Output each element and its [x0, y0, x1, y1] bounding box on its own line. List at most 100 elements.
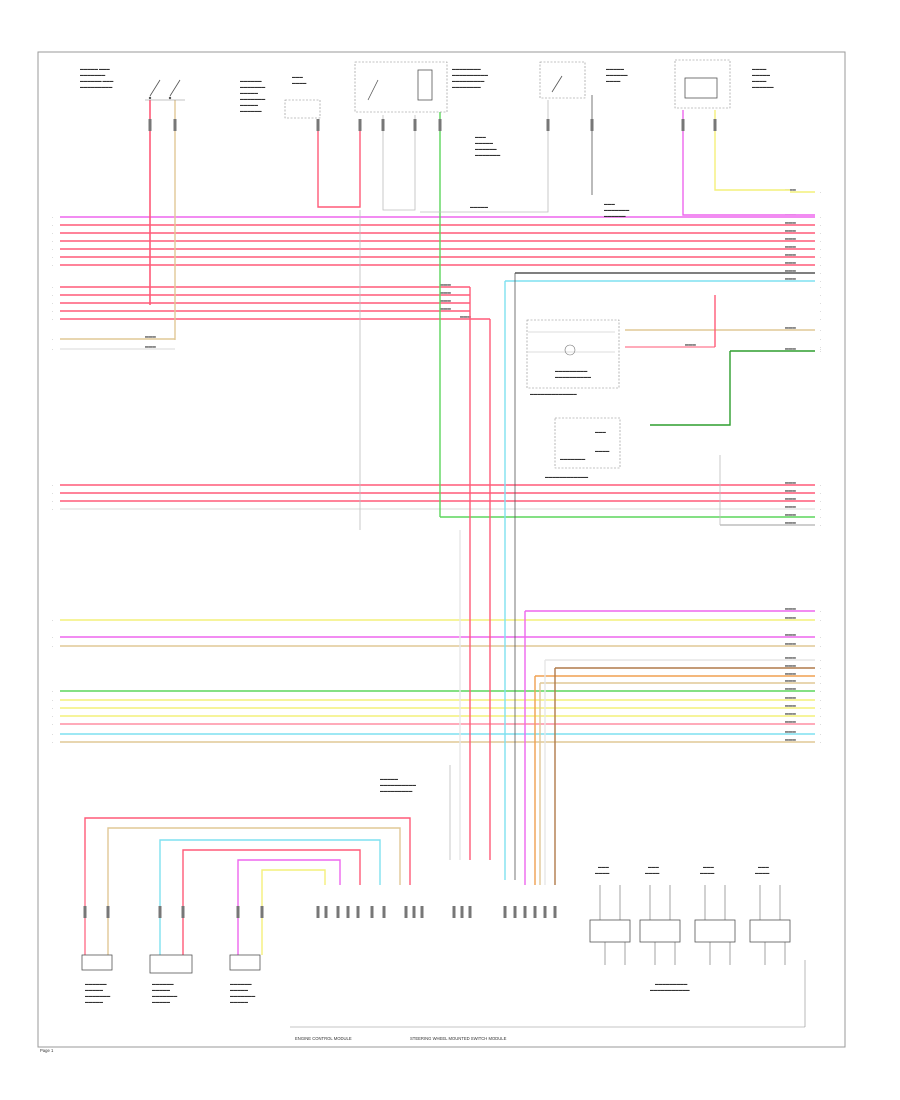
svg-text:▬▬▬▬▬: ▬▬▬▬▬: [240, 91, 258, 95]
wire-end-marker: ▬▬▬: [440, 291, 451, 295]
wire-end-marker: ·: [52, 338, 53, 342]
wire-end-marker: ▬▬▬: [440, 283, 451, 287]
svg-text:▬▬▬▬▬▬: ▬▬▬▬▬▬: [604, 214, 626, 218]
connector-pin: [336, 906, 340, 918]
connector-pin: [346, 906, 350, 918]
wire-end-marker: ·: [820, 516, 821, 520]
page-number: Page 1: [40, 1048, 54, 1053]
wire-end-marker: ·: [820, 318, 821, 322]
wire-end-marker: ▬▬▬: [785, 712, 796, 716]
wire-end-marker: ·: [820, 733, 821, 737]
svg-text:▬▬▬▬▬▬▬▬▬▬▬▬: ▬▬▬▬▬▬▬▬▬▬▬▬: [545, 475, 589, 479]
drop-wire: [682, 110, 815, 216]
connector-pin: [681, 119, 685, 131]
wire-end-marker: ·: [820, 329, 821, 333]
wire-end-marker: ·: [52, 216, 53, 220]
wire-end-marker: ▬▬▬: [785, 326, 796, 330]
wire-end-marker: ▬▬▬: [785, 481, 796, 485]
connector-pin: [543, 906, 547, 918]
wire-end-marker: ·: [820, 248, 821, 252]
wire-end-marker: ·: [52, 500, 53, 504]
connector-pin: [590, 119, 594, 131]
svg-text:▬▬▬: ▬▬▬: [648, 865, 659, 869]
wire-end-marker: ▬▬▬: [145, 335, 156, 339]
wire-end-marker: ▬▬▬: [685, 343, 696, 347]
svg-text:▬▬▬▬▬▬▬▬▬▬: ▬▬▬▬▬▬▬▬▬▬: [452, 73, 488, 77]
wire-end-marker: ▬▬▬: [785, 672, 796, 676]
wire-end-marker: ·: [820, 508, 821, 512]
diagram-frame: [37, 51, 846, 1048]
sensor-wire: [182, 849, 361, 955]
connector-pin: [412, 906, 416, 918]
wire-end-marker: ·: [820, 286, 821, 290]
svg-text:▬▬▬▬▬: ▬▬▬▬▬: [240, 103, 258, 107]
wire-end-marker: ·: [820, 619, 821, 623]
wire-end-marker: ▬▬▬: [785, 277, 796, 281]
mid-module-b: ▬▬▬ ▬▬▬▬ ▬▬▬▬▬▬▬ ▬▬▬▬▬▬▬▬▬▬▬▬: [545, 417, 621, 479]
connector-pin: [173, 119, 177, 131]
connector-pin: [158, 906, 162, 918]
connector-pin: [236, 906, 240, 918]
connector-pin: [413, 119, 417, 131]
connector-pin: [316, 906, 320, 918]
svg-text:▬▬▬▬▬: ▬▬▬▬▬: [380, 777, 398, 781]
svg-text:▬▬▬▬: ▬▬▬▬: [606, 79, 621, 83]
wire-end-marker: ▬▬▬: [785, 687, 796, 691]
wire-end-marker: ·: [820, 348, 821, 352]
wire-end-marker: ·: [52, 294, 53, 298]
wire-end-marker: ·: [52, 248, 53, 252]
footer-right-label: STEERING WHEEL MOUNTED SWITCH MODULE: [410, 1036, 507, 1041]
switch-module-component: ▬▬▬▬ ▬▬▬▬▬ ▬▬▬▬ ▬▬▬▬▬▬: [674, 59, 774, 109]
connector-pin: [106, 906, 110, 918]
svg-text:▬▬▬▬▬▬▬▬▬▬▬: ▬▬▬▬▬▬▬▬▬▬▬: [650, 988, 690, 992]
connector-pin: [324, 906, 328, 918]
connector-pin: [181, 906, 185, 918]
wire-end-marker: ·: [52, 232, 53, 236]
wire-end-marker: ·: [820, 500, 821, 504]
svg-text:▬▬▬▬▬▬ ▬▬▬: ▬▬▬▬▬▬ ▬▬▬: [80, 79, 114, 83]
svg-text:▬▬▬: ▬▬▬: [598, 865, 609, 869]
bottom-component-row: ▬▬▬▬▬▬ ▬▬▬▬▬ ▬▬▬▬▬▬▬ ▬▬▬▬▬ ▬▬▬▬▬▬ ▬▬▬▬▬ …: [81, 865, 806, 1028]
wire-end-marker: ·: [820, 272, 821, 276]
svg-text:▬▬▬▬▬▬▬▬▬▬: ▬▬▬▬▬▬▬▬▬▬: [555, 375, 591, 379]
svg-text:▬▬▬▬▬▬▬▬▬: ▬▬▬▬▬▬▬▬▬: [80, 85, 113, 89]
svg-text:▬▬▬▬▬▬▬: ▬▬▬▬▬▬▬: [475, 153, 501, 157]
wire-end-marker: ·: [52, 492, 53, 496]
wire-end-marker: ·: [820, 610, 821, 614]
svg-text:▬▬▬▬▬▬: ▬▬▬▬▬▬: [85, 982, 107, 986]
svg-text:▬▬▬: ▬▬▬: [703, 865, 714, 869]
wire-end-marker: ▬▬▬: [785, 489, 796, 493]
svg-text:▬▬▬▬: ▬▬▬▬: [755, 871, 770, 875]
svg-text:▬▬▬▬: ▬▬▬▬: [595, 449, 610, 453]
wire-end-marker: ·: [820, 723, 821, 727]
connector-pin: [358, 119, 362, 131]
wire-end-marker: ▬▬▬: [785, 513, 796, 517]
connector-pin: [356, 906, 360, 918]
wire-end-marker: ·: [52, 508, 53, 512]
svg-text:▬▬▬▬: ▬▬▬▬: [700, 871, 715, 875]
sensor-wire: [84, 817, 411, 955]
svg-text:▬▬▬▬▬▬: ▬▬▬▬▬▬: [475, 147, 497, 151]
wire-end-marker: ·: [820, 690, 821, 694]
svg-text:▬▬▬▬▬: ▬▬▬▬▬: [475, 141, 493, 145]
wire-end-marker: ·: [52, 645, 53, 649]
wire-end-marker: ▬▬▬: [440, 299, 451, 303]
svg-text:▬▬▬▬: ▬▬▬▬: [292, 81, 307, 85]
svg-text:▬▬▬▬▬▬▬▬▬: ▬▬▬▬▬▬▬▬▬: [555, 369, 588, 373]
svg-text:▬▬▬▬▬▬▬: ▬▬▬▬▬▬▬: [560, 457, 586, 461]
svg-text:▬▬▬: ▬▬▬: [595, 430, 606, 434]
wire-end-marker: ·: [52, 264, 53, 268]
wire-end-marker: ▬▬▬: [785, 347, 796, 351]
svg-text:▬▬▬▬▬▬: ▬▬▬▬▬▬: [240, 109, 262, 113]
mid-module-a: ▬▬▬▬▬▬▬▬▬ ▬▬▬▬▬▬▬▬▬▬ ▬▬▬▬▬▬▬▬▬▬▬▬▬: [526, 319, 620, 396]
svg-text:▬▬▬: ▬▬▬: [475, 135, 486, 139]
wire-end-marker: ▬▬▬: [785, 730, 796, 734]
connector-pin: [148, 119, 152, 131]
wire-end-marker: ·: [820, 682, 821, 686]
connector-pin: [260, 906, 264, 918]
connector-pin: [404, 906, 408, 918]
connector-pin: [316, 119, 320, 131]
wire-end-marker: ·: [820, 699, 821, 703]
svg-text:▬▬▬▬▬▬▬: ▬▬▬▬▬▬▬: [240, 85, 266, 89]
wire-end-marker: ·: [820, 302, 821, 306]
